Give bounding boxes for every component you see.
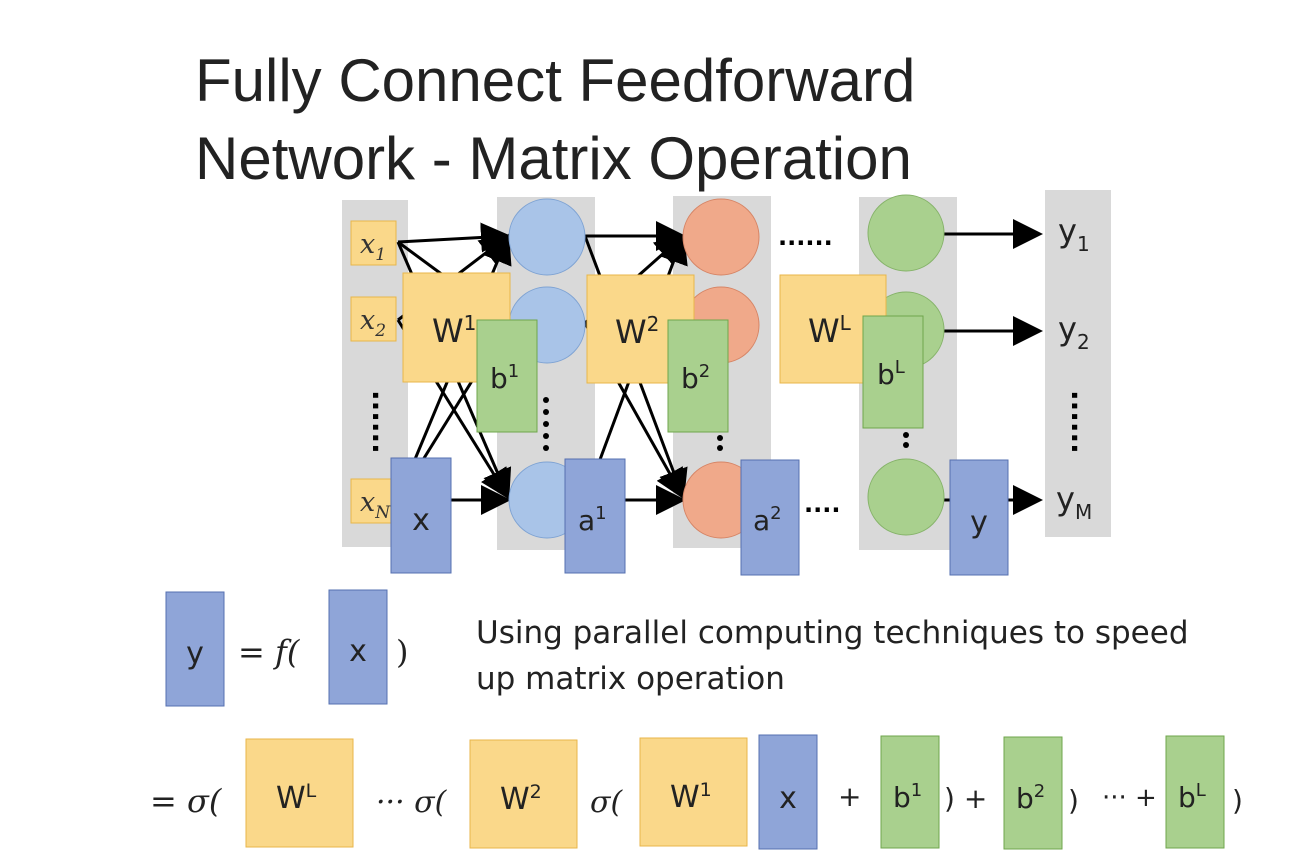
svg-text:W1: W1 bbox=[670, 779, 712, 815]
vector-a2: a2 bbox=[740, 459, 800, 576]
neuron bbox=[508, 198, 586, 276]
svg-text:): ) bbox=[1232, 784, 1243, 817]
svg-text:W2: W2 bbox=[615, 312, 659, 351]
svg-text:σ(: σ( bbox=[590, 785, 623, 820]
svg-text:bL: bL bbox=[1178, 780, 1206, 814]
vector-a1: a1 bbox=[564, 458, 626, 574]
eq2-W2 bbox=[469, 739, 578, 849]
svg-text:a1: a1 bbox=[578, 503, 607, 537]
svg-text:x1: x1 bbox=[360, 229, 386, 265]
bias-bL: bL bbox=[862, 315, 924, 429]
note-line-2: up matrix operation bbox=[476, 661, 785, 697]
eq2-x-vector bbox=[758, 734, 818, 850]
svg-text:WL: WL bbox=[808, 311, 852, 350]
svg-text:b1: b1 bbox=[490, 361, 519, 395]
eq2-WL bbox=[245, 738, 354, 848]
svg-text:y1: y1 bbox=[1058, 212, 1090, 256]
svg-text:a2: a2 bbox=[753, 503, 782, 537]
output-yM: yM bbox=[1056, 480, 1092, 524]
vector-x: x bbox=[390, 457, 452, 574]
title-line-1: Fully Connect Feedforward bbox=[195, 47, 916, 114]
layer-vdots bbox=[543, 397, 909, 451]
bias-b2: b2 bbox=[667, 319, 729, 433]
equation-1: y = f( x ) bbox=[165, 589, 408, 707]
neuron bbox=[682, 198, 760, 276]
vector-y: y bbox=[949, 459, 1009, 576]
svg-text:= f(: = f( bbox=[238, 633, 301, 671]
svg-text:x: x bbox=[779, 781, 797, 816]
svg-text:y: y bbox=[186, 636, 204, 671]
svg-text:x: x bbox=[349, 634, 367, 669]
svg-text:xN: xN bbox=[360, 487, 391, 523]
bottom-dots: .... bbox=[804, 490, 840, 518]
input-x2: x2 bbox=[350, 296, 397, 342]
svg-text:W1: W1 bbox=[432, 311, 476, 350]
output-column bbox=[1045, 190, 1111, 537]
title-line-2: Network - Matrix Operation bbox=[195, 125, 912, 192]
page-title: Fully Connect Feedforward Network - Matr… bbox=[195, 42, 915, 198]
svg-text:··· σ(: ··· σ( bbox=[376, 785, 448, 820]
svg-text:x: x bbox=[412, 503, 430, 538]
svg-text:b1: b1 bbox=[893, 780, 922, 814]
svg-text:) +: ) + bbox=[944, 782, 987, 815]
neuron bbox=[867, 458, 945, 536]
svg-text:bL: bL bbox=[877, 357, 905, 391]
note-line-1: Using parallel computing techniques to s… bbox=[476, 615, 1189, 651]
svg-text:y: y bbox=[970, 505, 988, 540]
svg-text:+: + bbox=[838, 780, 861, 813]
svg-text:): ) bbox=[396, 633, 408, 671]
neuron bbox=[867, 194, 945, 272]
eq2-bL bbox=[1165, 735, 1225, 849]
input-xN: xN bbox=[350, 478, 397, 524]
bias-b1: b1 bbox=[476, 319, 538, 433]
input-x1: x1 bbox=[350, 220, 397, 266]
svg-text:x2: x2 bbox=[360, 305, 386, 341]
top-dots: ...... bbox=[778, 223, 833, 251]
svg-text:b2: b2 bbox=[681, 361, 710, 395]
svg-text:W2: W2 bbox=[500, 781, 542, 817]
equation-2: = σ( WL ··· σ( W2 σ( W1 x + b1 ) + b2 ) … bbox=[150, 734, 1243, 850]
svg-text:y2: y2 bbox=[1058, 310, 1090, 354]
output-vdots: ...... bbox=[1065, 390, 1098, 454]
eq2-b1 bbox=[880, 735, 940, 849]
input-vdots: ...... bbox=[366, 390, 399, 454]
output-y2: y2 bbox=[1058, 310, 1090, 354]
svg-text:WL: WL bbox=[276, 780, 317, 816]
eq1-y-vector bbox=[165, 591, 225, 707]
eq1-x-vector bbox=[328, 589, 388, 705]
svg-text:b2: b2 bbox=[1016, 781, 1045, 815]
eq2-b2 bbox=[1003, 736, 1063, 850]
output-y1: y1 bbox=[1058, 212, 1090, 256]
svg-text:): ) bbox=[1068, 784, 1079, 817]
svg-text:yM: yM bbox=[1056, 480, 1092, 524]
parallel-computing-note: Using parallel computing techniques to s… bbox=[476, 610, 1189, 702]
eq2-W1 bbox=[639, 737, 748, 847]
svg-text:= σ(: = σ( bbox=[150, 782, 223, 820]
svg-text:··· +: ··· + bbox=[1102, 783, 1157, 813]
